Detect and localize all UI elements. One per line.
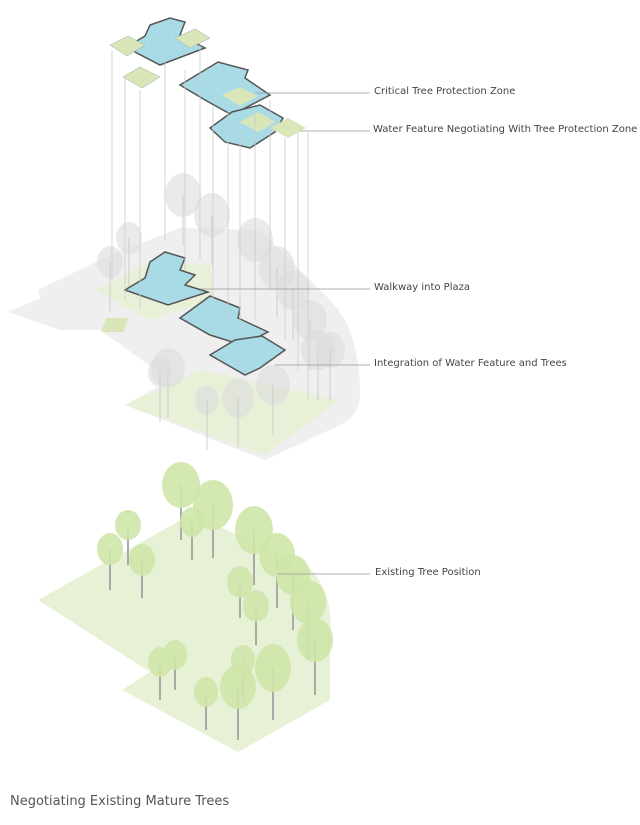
plaza-water-features <box>101 251 287 376</box>
water-feature-middle <box>178 295 270 346</box>
label-existing-trees: Existing Tree Position <box>375 567 481 578</box>
protection-zone <box>270 118 306 138</box>
ground-plane <box>38 515 331 752</box>
tree-canopy <box>129 544 155 576</box>
water-feature-upper <box>128 17 207 66</box>
label-integration: Integration of Water Feature and Trees <box>374 358 567 369</box>
tree-canopy <box>180 507 204 537</box>
tree-canopy <box>148 647 172 677</box>
label-critical-zone: Critical Tree Protection Zone <box>374 86 516 97</box>
tree-canopy <box>115 510 141 540</box>
tree-canopy <box>297 618 333 662</box>
water-feature-lower-upper <box>208 104 285 149</box>
tree-canopy <box>255 644 291 692</box>
protection-zone <box>240 112 276 132</box>
tree-canopy <box>220 665 256 709</box>
protection-zone <box>101 318 129 332</box>
leader-lines <box>200 92 370 575</box>
tree-canopy <box>194 677 218 707</box>
protection-zone <box>122 66 161 89</box>
water-feature-layer <box>109 17 306 149</box>
water-feature-lower <box>208 335 287 376</box>
tree-canopy <box>243 590 269 622</box>
tree-canopy <box>97 533 123 565</box>
tree-canopy <box>162 462 200 508</box>
label-walkway: Walkway into Plaza <box>374 282 470 293</box>
water-feature-walkway <box>123 251 211 306</box>
tree-canopy <box>290 580 326 624</box>
existing-ground-layer <box>38 515 331 752</box>
label-water-feature: Water Feature Negotiating With Tree Prot… <box>373 124 638 135</box>
protection-zone <box>109 35 146 57</box>
existing-trees <box>97 462 333 740</box>
mature-tree-canopies <box>97 173 345 450</box>
protection-zone <box>222 87 258 106</box>
tree-canopy <box>227 566 253 598</box>
diagram-caption: Negotiating Existing Mature Trees <box>10 794 230 809</box>
protection-zone <box>174 28 211 49</box>
projection-lines <box>111 45 309 400</box>
